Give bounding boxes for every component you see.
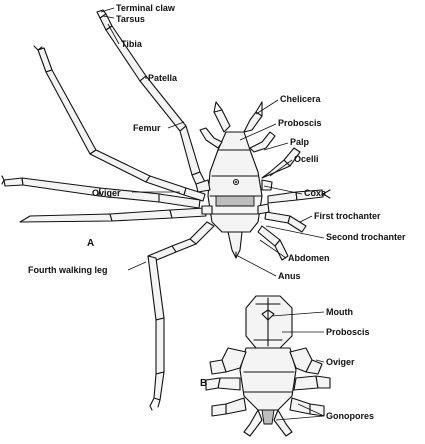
label-proboscis-b: Proboscis [326,327,370,337]
label-second-trochanter: Second trochanter [326,232,406,242]
label-coxa: Coxa [304,188,327,198]
label-fourth-walking-leg: Fourth walking leg [28,265,108,275]
figure-b-letter: B [200,378,207,389]
lower-left-leg [19,207,207,223]
label-oviger-a: Oviger [92,188,121,198]
label-femur: Femur [133,123,161,133]
labels: Terminal claw Tarsus Tibia Patella Femur… [28,3,406,421]
label-abdomen: Abdomen [288,253,330,263]
label-first-trochanter: First trochanter [314,211,381,221]
label-proboscis-a: Proboscis [278,118,322,128]
label-patella: Patella [148,73,178,83]
label-tibia: Tibia [121,39,143,49]
label-mouth: Mouth [326,307,353,317]
figure-a-drawing [1,9,331,411]
label-gonopores: Gonopores [326,411,374,421]
leader-lines [100,7,325,421]
body-trunk [195,149,273,233]
head-region [199,101,276,186]
figure-b-drawing [205,295,331,437]
abdomen [227,231,243,259]
label-oviger-b: Oviger [326,357,355,367]
label-tarsus: Tarsus [116,14,145,24]
label-chelicera: Chelicera [280,94,322,104]
figure-a-letter: A [87,238,94,249]
label-ocelli: Ocelli [294,154,319,164]
label-palp: Palp [290,137,310,147]
label-terminal-claw: Terminal claw [116,3,176,13]
fourth-walking-leg [147,221,215,411]
label-anus: Anus [278,271,301,281]
left-horizontal-leg [1,175,201,209]
right-legs [257,147,331,261]
